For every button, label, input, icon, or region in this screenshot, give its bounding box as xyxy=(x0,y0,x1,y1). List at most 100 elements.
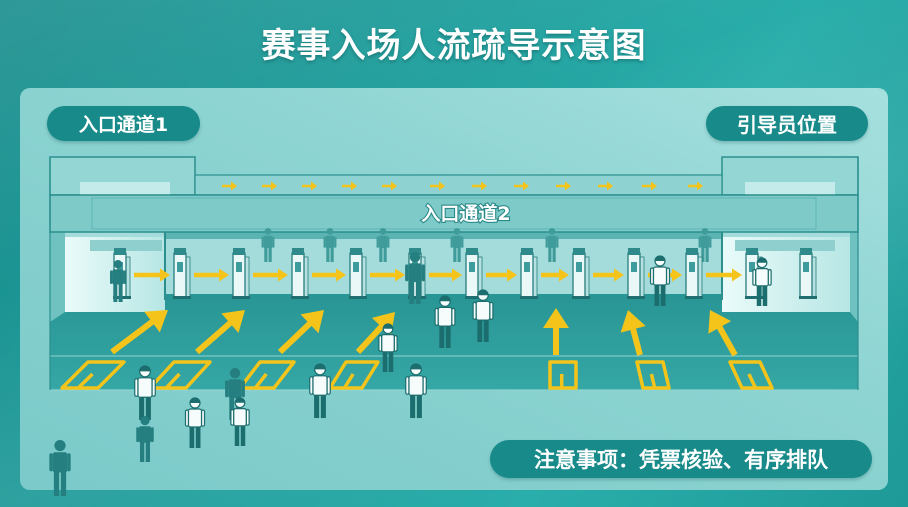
overhead-arrow-head xyxy=(523,181,529,191)
person-leg xyxy=(139,440,145,462)
person-leg xyxy=(416,393,422,418)
floor-arrow xyxy=(620,310,646,356)
lane-mark xyxy=(148,360,212,390)
floor-arrow-head xyxy=(543,308,569,328)
person-leg xyxy=(457,246,461,262)
person-figure xyxy=(136,416,154,462)
person-head xyxy=(140,416,150,426)
person-torso xyxy=(52,452,68,473)
person-torso xyxy=(408,375,424,396)
flow-arrow xyxy=(486,268,517,282)
turnstile xyxy=(232,248,250,299)
lane-mark-divider xyxy=(76,372,94,390)
person-leg xyxy=(548,246,552,262)
flow-arrow-head xyxy=(219,268,229,282)
person-leg xyxy=(756,283,762,306)
person-torso xyxy=(408,263,422,283)
overhead-arrow xyxy=(302,181,317,191)
person-figure xyxy=(376,228,390,262)
person-arm xyxy=(376,236,379,248)
lane-mark xyxy=(548,360,578,390)
turnstile-body xyxy=(465,251,479,299)
flow-arrow-head xyxy=(395,268,405,282)
channel-2-label: 入口通道2 xyxy=(421,202,510,225)
person-torso xyxy=(475,300,491,321)
notice-label: 注意事项：凭票核验、有序排队 xyxy=(490,440,872,478)
floor-arrow xyxy=(708,310,738,357)
floor-arrow-head xyxy=(144,310,168,333)
turnstile-screen xyxy=(576,262,582,272)
lane-mark-divider xyxy=(253,372,268,390)
flow-arrow xyxy=(194,268,229,282)
lane-mark-outline xyxy=(148,360,212,390)
person-torso xyxy=(437,306,453,327)
flow-arrow-head xyxy=(614,268,624,282)
person-arm xyxy=(123,270,126,285)
person-leg xyxy=(701,246,705,262)
person-head xyxy=(264,228,272,235)
person-figure xyxy=(261,228,275,262)
person-leg xyxy=(705,246,709,262)
turnstile-body xyxy=(291,251,305,299)
person-arm xyxy=(545,236,548,248)
floor-guide-arrows xyxy=(110,308,738,357)
person-hair xyxy=(477,289,489,296)
person-leg xyxy=(439,324,445,348)
person-leg xyxy=(234,423,240,446)
person-head xyxy=(548,228,556,235)
lane-mark-outline xyxy=(60,360,126,390)
overhead-arrow xyxy=(222,181,237,191)
person-head xyxy=(409,252,421,263)
lane-mark-outline xyxy=(728,360,774,390)
turnstile-body xyxy=(520,251,534,299)
floor-arrow-shaft xyxy=(629,326,643,356)
person-leg xyxy=(320,393,326,418)
person-leg xyxy=(118,282,123,302)
turnstile-body xyxy=(685,251,699,299)
turnstile-cap xyxy=(800,248,812,255)
turnstile-screen xyxy=(295,262,301,272)
overhead-arrow xyxy=(642,181,657,191)
flow-arrow xyxy=(541,268,569,282)
person-figure xyxy=(230,397,250,446)
person-hair xyxy=(439,295,451,302)
person-head xyxy=(113,260,123,269)
person-hair xyxy=(410,363,422,370)
flow-arrow-head xyxy=(278,268,288,282)
person-figure xyxy=(184,397,206,448)
turnstile xyxy=(349,248,367,299)
flow-arrow-head xyxy=(732,268,742,282)
person-leg xyxy=(314,393,320,418)
person-leg xyxy=(382,349,388,372)
turnstile-body xyxy=(349,251,363,299)
person-leg xyxy=(415,280,421,304)
turnstile-base xyxy=(745,296,763,299)
flow-arrow xyxy=(253,268,288,282)
flow-arrow xyxy=(134,268,170,282)
person-leg xyxy=(60,470,67,496)
floor-arrow xyxy=(195,310,245,355)
lane-mark xyxy=(635,360,671,390)
person-torso xyxy=(381,334,395,353)
person-leg xyxy=(383,246,387,262)
person-arm xyxy=(450,236,453,248)
person-hair xyxy=(655,256,665,261)
overhead-arrow-head xyxy=(697,181,703,191)
turnstile xyxy=(465,248,483,299)
overhead-arrow-head xyxy=(481,181,487,191)
person-arm xyxy=(461,236,464,248)
lane-mark-outline xyxy=(548,360,578,390)
person-torso xyxy=(139,426,151,443)
steward-position-label: 引导员位置 xyxy=(706,106,868,141)
person-leg xyxy=(229,396,235,420)
turnstile-body xyxy=(799,251,813,299)
overhead-arrow xyxy=(262,181,277,191)
person-leg xyxy=(145,440,151,462)
turnstile xyxy=(685,248,703,299)
flow-arrow xyxy=(429,268,462,282)
right-doorway-lintel xyxy=(735,240,835,251)
person-arm xyxy=(556,236,559,248)
flow-arrow xyxy=(312,268,346,282)
person-leg xyxy=(409,280,415,304)
